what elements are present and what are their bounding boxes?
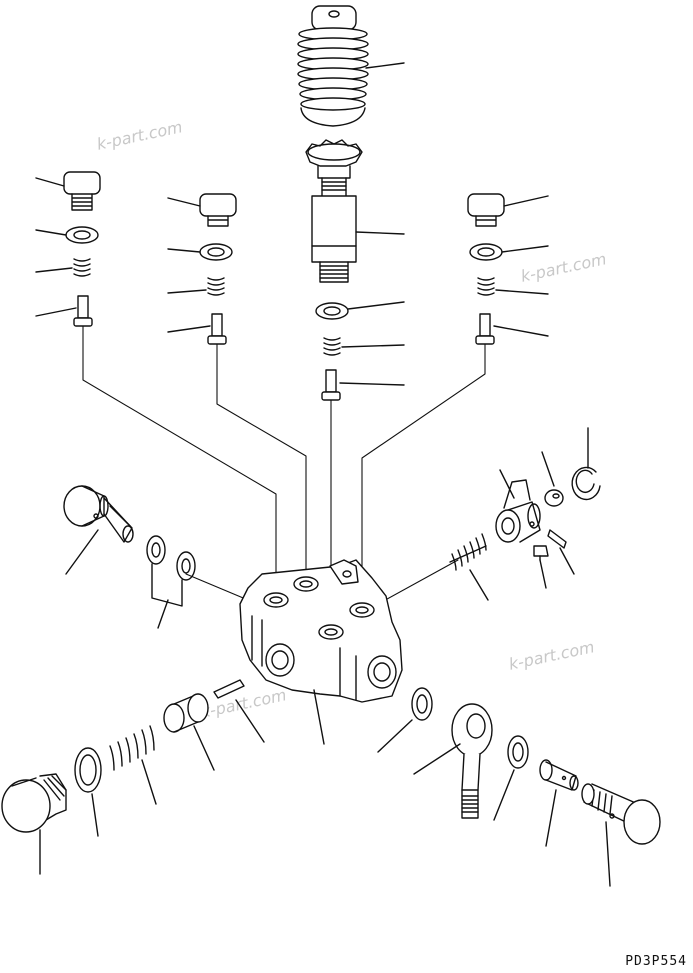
pin-center: [321, 369, 341, 401]
leader-pin-center: [339, 382, 405, 386]
valve-body: [239, 559, 403, 703]
leader-ring-center: [347, 301, 405, 310]
bushing: [163, 693, 209, 733]
leader-bushing: [193, 725, 215, 771]
leader-washer-eye: [377, 719, 413, 753]
plug-mid: [199, 193, 237, 227]
ring-center: [315, 302, 349, 320]
plug-left: [63, 171, 101, 211]
leader-eye-joint: [413, 743, 461, 775]
pin-mid: [207, 313, 227, 345]
leader-pin-small: [559, 547, 575, 575]
leader-ring-left: [35, 229, 67, 236]
ring-mid: [199, 243, 233, 261]
leader-plug-left: [35, 177, 65, 187]
leader-washer-eye2: [493, 769, 515, 821]
leader-pin-right: [493, 325, 549, 337]
leader-spring-center: [341, 344, 405, 348]
leader-plug-right: [503, 195, 549, 207]
leader-pin-left: [35, 307, 77, 317]
pin-dowel: [533, 545, 549, 561]
leader-spring-side: [469, 569, 489, 601]
sleeve-coupler: [495, 479, 541, 543]
leader-bolt-right: [605, 821, 611, 887]
washer-big: [74, 747, 102, 793]
leader-tube: [355, 231, 405, 235]
assembly-lines: [82, 325, 486, 629]
ring-right: [469, 243, 503, 261]
leader-ring-mid: [167, 248, 201, 253]
leader-pin-dowel: [539, 559, 547, 589]
leader-washers-left: [157, 599, 169, 629]
pin-stud: [539, 759, 579, 791]
spring-left: [73, 258, 91, 277]
cap-small: [544, 489, 564, 507]
leader-plug-mid: [167, 197, 201, 207]
leader-spring-mid: [167, 289, 207, 294]
bolt-right: [581, 783, 661, 845]
washer-eye: [411, 687, 433, 721]
washer-eye2: [507, 735, 529, 769]
bellows-cap: [297, 5, 369, 127]
leader-spring-left: [35, 267, 73, 273]
pin-right: [475, 313, 495, 345]
washers-left: [146, 535, 196, 607]
plug-right: [467, 193, 505, 227]
leader-pin-mid: [167, 325, 211, 333]
bolt-left: [63, 485, 134, 543]
leader-spring-right: [495, 289, 549, 295]
leader-sleeve: [499, 469, 515, 499]
pin-left: [73, 295, 93, 327]
pin-bottom: [213, 679, 245, 699]
drawing-code: PD3P554: [625, 954, 687, 969]
spring-side: [449, 533, 487, 571]
pin-small: [547, 529, 567, 549]
leader-pin-bottom: [235, 699, 265, 743]
spring-center: [323, 337, 341, 356]
leader-spring-bottom: [141, 759, 157, 805]
spring-mid: [207, 277, 225, 296]
ring-left: [65, 226, 99, 244]
plug-big: [1, 773, 67, 833]
plunger-tube: [305, 139, 363, 283]
snap-ring: [571, 466, 601, 501]
leader-washer-big: [91, 793, 99, 837]
leader-pin-stud: [545, 789, 557, 847]
spring-bottom: [109, 725, 155, 771]
spring-right: [477, 277, 495, 296]
leader-cap-small: [541, 451, 555, 487]
leader-bolt-left: [65, 529, 99, 575]
leader-valve-body: [313, 689, 325, 745]
leader-bellows: [365, 62, 405, 69]
eye-joint: [451, 703, 493, 819]
leader-ring-right: [501, 245, 549, 253]
